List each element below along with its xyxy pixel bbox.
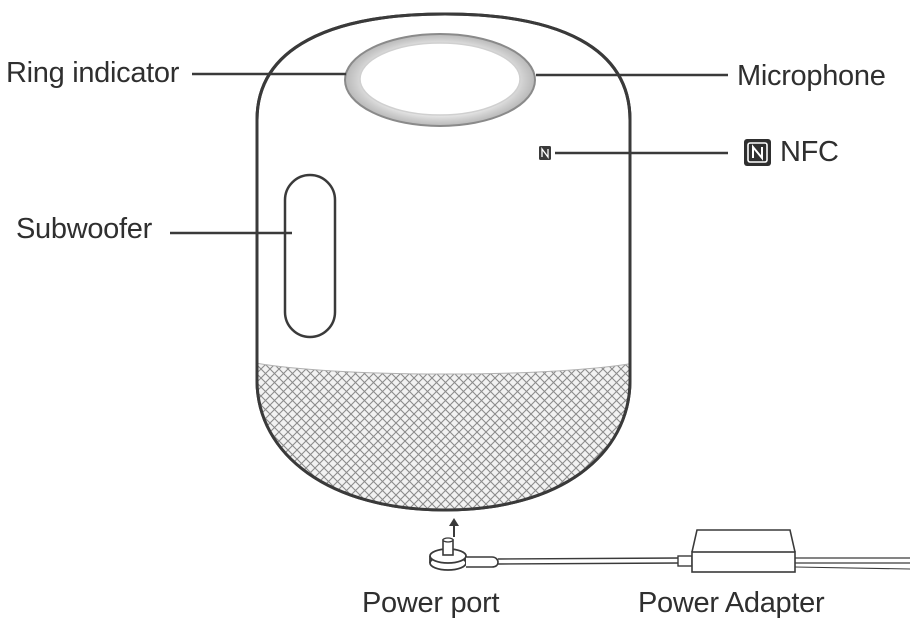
power-adapter (677, 529, 911, 573)
power-adapter-label: Power Adapter (638, 587, 825, 619)
microphone-label: Microphone (737, 60, 886, 92)
nfc-label-group: NFC (744, 138, 839, 167)
speaker-body (255, 12, 632, 512)
power-cable (497, 557, 681, 565)
nfc-icon (744, 139, 771, 166)
nfc-mark-on-body (539, 146, 551, 160)
arrow-up-icon (449, 518, 459, 537)
power-port-label: Power port (362, 587, 500, 619)
subwoofer-slot (283, 173, 337, 339)
speaker-grille (257, 361, 630, 510)
nfc-label: NFC (780, 136, 839, 168)
power-connector (429, 537, 499, 571)
ring-indicator-shape (344, 33, 536, 127)
subwoofer-label: Subwoofer (16, 213, 152, 245)
ring-indicator-label: Ring indicator (6, 57, 180, 89)
